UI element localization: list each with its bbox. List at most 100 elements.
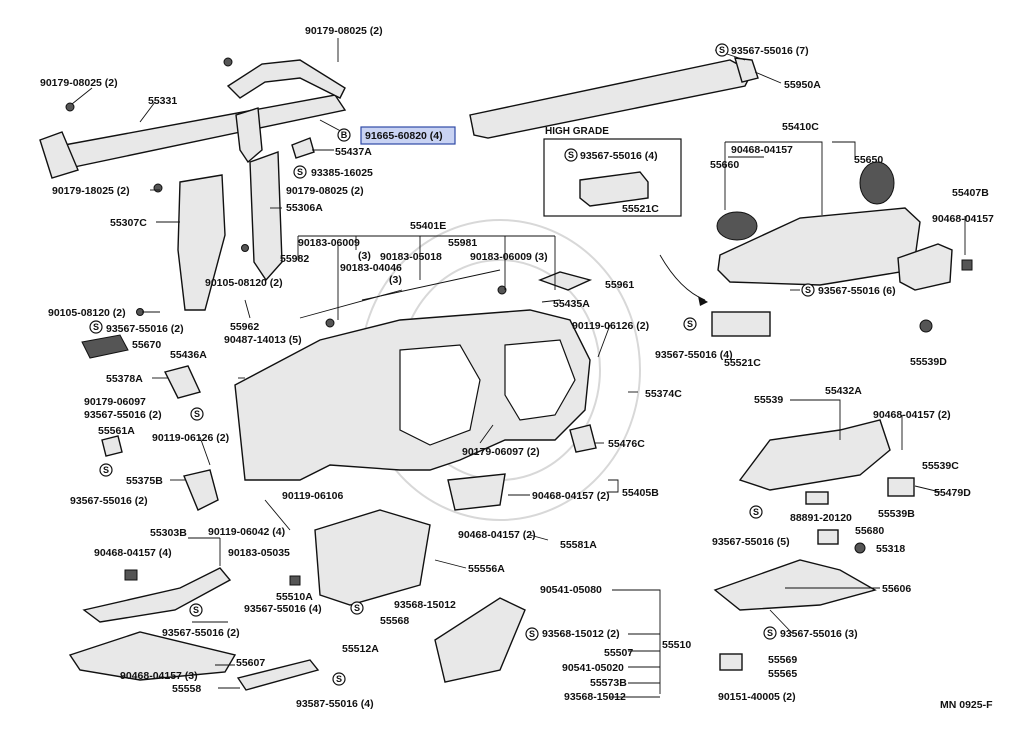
label-p55[interactable]: 55375B bbox=[126, 475, 163, 487]
label-p92[interactable]: 55573B bbox=[590, 677, 627, 689]
label-p42[interactable]: 55436A bbox=[170, 349, 207, 361]
label-p62[interactable]: 55539B bbox=[878, 508, 915, 520]
label-p87[interactable]: 55607 bbox=[236, 657, 265, 669]
label-p88[interactable]: 90468-04157 (3) bbox=[120, 670, 198, 682]
label-p32[interactable]: 55435A bbox=[553, 298, 590, 310]
label-p48[interactable]: 55539 bbox=[754, 394, 783, 406]
label-p22[interactable]: 90183-06009 bbox=[298, 237, 360, 249]
label-p49[interactable]: 55432A bbox=[825, 385, 862, 397]
label-p18[interactable]: 55521C bbox=[622, 203, 659, 215]
label-p02[interactable]: 90179-08025 (2) bbox=[40, 77, 118, 89]
label-p73[interactable]: 55556A bbox=[468, 563, 505, 575]
label-p16[interactable]: 90468-04157 bbox=[731, 144, 793, 156]
label-p11[interactable]: 93567-55016 (7) bbox=[731, 45, 809, 57]
label-p85[interactable]: 55510 bbox=[662, 639, 691, 651]
label-p29[interactable]: (3) bbox=[389, 274, 402, 286]
label-p31[interactable]: 90105-08120 (2) bbox=[205, 277, 283, 289]
label-p24[interactable]: 55981 bbox=[448, 237, 477, 249]
label-p21[interactable]: 55401E bbox=[410, 220, 446, 232]
label-p53[interactable]: 90179-06097 (2) bbox=[462, 446, 540, 458]
label-p14[interactable]: 93567-55016 (4) bbox=[580, 150, 658, 162]
label-p91[interactable]: 55558 bbox=[172, 683, 201, 695]
label-p20[interactable]: 90468-04157 bbox=[932, 213, 994, 225]
label-p05[interactable]: 55437A bbox=[335, 146, 372, 158]
label-p27[interactable]: 90183-06009 (3) bbox=[470, 251, 548, 263]
label-p30[interactable]: 55961 bbox=[605, 279, 634, 291]
label-p03[interactable]: 55331 bbox=[148, 95, 177, 107]
label-p52[interactable]: 90119-06126 (2) bbox=[152, 432, 229, 444]
label-p71[interactable]: 90183-05035 bbox=[228, 547, 290, 559]
label-p10[interactable]: 55307C bbox=[110, 217, 147, 229]
label-p43[interactable]: 55539D bbox=[910, 356, 947, 368]
label-p61[interactable]: 55479D bbox=[934, 487, 971, 499]
label-p78[interactable]: 90541-05080 bbox=[540, 584, 602, 596]
svg-text:S: S bbox=[529, 629, 535, 639]
label-p76[interactable]: 93567-55016 (4) bbox=[244, 603, 322, 615]
label-p89[interactable]: 55569 bbox=[768, 654, 797, 666]
label-p06[interactable]: 93385-16025 bbox=[311, 167, 373, 179]
label-p46[interactable]: 90179-06097 bbox=[84, 396, 146, 408]
label-p12[interactable]: 55950A bbox=[784, 79, 821, 91]
label-p68[interactable]: 55581A bbox=[560, 539, 597, 551]
label-p82[interactable]: 93567-55016 (3) bbox=[780, 628, 858, 640]
label-p75[interactable]: 55606 bbox=[882, 583, 911, 595]
label-p38[interactable]: 93567-55016 (4) bbox=[655, 349, 733, 361]
label-p79[interactable]: 93567-55016 (2) bbox=[162, 627, 240, 639]
label-p70[interactable]: 90468-04157 (4) bbox=[94, 547, 172, 559]
label-p51[interactable]: 55561A bbox=[98, 425, 135, 437]
label-p77[interactable]: 93568-15012 bbox=[394, 599, 456, 611]
label-p69[interactable]: 93567-55016 (5) bbox=[712, 536, 790, 548]
label-p17[interactable]: 55650 bbox=[854, 154, 883, 166]
label-p50[interactable]: 90468-04157 (2) bbox=[873, 409, 951, 421]
part-misc-right bbox=[447, 311, 933, 671]
label-p54[interactable]: 55476C bbox=[608, 438, 645, 450]
label-p60[interactable]: 55405B bbox=[622, 487, 659, 499]
label-p07[interactable]: 90179-08025 (2) bbox=[286, 185, 364, 197]
label-p90[interactable]: 55565 bbox=[768, 668, 797, 680]
label-p08[interactable]: 90179-18025 (2) bbox=[52, 185, 130, 197]
label-p15[interactable]: 55660 bbox=[710, 159, 739, 171]
label-p57[interactable]: 93567-55016 (2) bbox=[70, 495, 148, 507]
label-p25[interactable]: 55982 bbox=[280, 253, 309, 265]
label-p74[interactable]: 55510A bbox=[276, 591, 313, 603]
label-p86[interactable]: 90541-05020 bbox=[562, 662, 624, 674]
label-p28[interactable]: 90183-04046 bbox=[340, 262, 402, 274]
label-p35[interactable]: 93567-55016 (2) bbox=[106, 323, 184, 335]
label-p84[interactable]: 55507 bbox=[604, 647, 633, 659]
label-p41[interactable]: 90487-14013 (5) bbox=[224, 334, 302, 346]
label-p39[interactable]: 55521C bbox=[724, 357, 761, 369]
label-p04[interactable]: 91665-60820 (4) bbox=[365, 130, 443, 142]
label-p37[interactable]: 90119-06126 (2) bbox=[572, 320, 649, 332]
label-p64[interactable]: 55303B bbox=[150, 527, 187, 539]
label-p01[interactable]: 90179-08025 (2) bbox=[305, 25, 383, 37]
label-p36[interactable]: 55962 bbox=[230, 321, 259, 333]
label-p58[interactable]: 90119-06106 bbox=[282, 490, 343, 502]
label-p47[interactable]: 93567-55016 (2) bbox=[84, 409, 162, 421]
label-p66[interactable]: 55680 bbox=[855, 525, 884, 537]
label-p80[interactable]: 55568 bbox=[380, 615, 409, 627]
label-p56[interactable]: 55539C bbox=[922, 460, 959, 472]
svg-text:S: S bbox=[93, 322, 99, 332]
label-p95[interactable]: 93587-55016 (4) bbox=[296, 698, 374, 710]
label-p63[interactable]: 88891-20120 bbox=[790, 512, 852, 524]
label-p45[interactable]: 55374C bbox=[645, 388, 682, 400]
label-p72[interactable]: 55318 bbox=[876, 543, 905, 555]
label-p23[interactable]: (3) bbox=[358, 250, 371, 262]
label-p26[interactable]: 90183-05018 bbox=[380, 251, 442, 263]
label-p09[interactable]: 55306A bbox=[286, 202, 323, 214]
label-p67[interactable]: 90468-04157 (2) bbox=[458, 529, 536, 541]
label-p40[interactable]: 55670 bbox=[132, 339, 161, 351]
high-grade-label: HIGH GRADE bbox=[545, 126, 609, 137]
label-p81[interactable]: 93568-15012 (2) bbox=[542, 628, 620, 640]
label-p19[interactable]: 55407B bbox=[952, 187, 989, 199]
label-p65[interactable]: 90119-06042 (4) bbox=[208, 526, 285, 538]
label-p93[interactable]: 93568-15012 bbox=[564, 691, 626, 703]
label-p44[interactable]: 55378A bbox=[106, 373, 143, 385]
label-p94[interactable]: 90151-40005 (2) bbox=[718, 691, 796, 703]
label-p33[interactable]: 93567-55016 (6) bbox=[818, 285, 896, 297]
label-p13[interactable]: 55410C bbox=[782, 121, 819, 133]
label-p59[interactable]: 90468-04157 (2) bbox=[532, 490, 610, 502]
highlight-91665-60820[interactable] bbox=[360, 126, 456, 145]
label-p83[interactable]: 55512A bbox=[342, 643, 379, 655]
label-p34[interactable]: 90105-08120 (2) bbox=[48, 307, 126, 319]
